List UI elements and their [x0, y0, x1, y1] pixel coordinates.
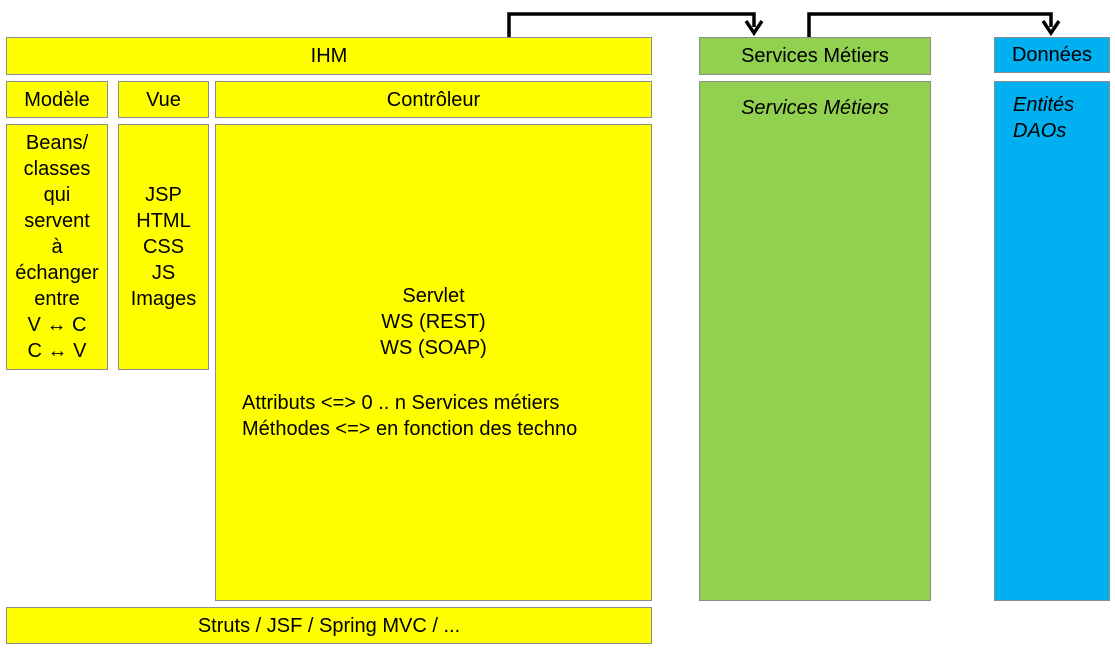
- ihm-header: IHM: [6, 37, 652, 75]
- controleur-body: Servlet WS (REST) WS (SOAP) Attributs <=…: [215, 124, 652, 601]
- controleur-title: Contrôleur: [386, 88, 481, 111]
- donnees-body-text: Entités DAOs: [1013, 94, 1075, 142]
- arrow-services-to-donnees-head: [1041, 20, 1061, 37]
- controleur-header: Contrôleur: [215, 81, 652, 118]
- frameworks-text: Struts / JSF / Spring MVC / ...: [197, 614, 461, 637]
- vue-body: JSP HTML CSS JS Images: [118, 124, 209, 370]
- controleur-techs: Servlet WS (REST) WS (SOAP): [380, 285, 487, 359]
- modele-text: Beans/ classes qui servent à échanger en…: [15, 132, 99, 362]
- services-body: Services Métiers: [699, 81, 931, 601]
- vue-title: Vue: [146, 88, 181, 111]
- donnees-header: Données: [994, 37, 1110, 73]
- donnees-title: Données: [1011, 44, 1093, 66]
- services-body-text: Services Métiers: [741, 97, 889, 119]
- modele-header: Modèle: [6, 81, 108, 118]
- modele-body: Beans/ classes qui servent à échanger en…: [6, 124, 108, 370]
- ihm-title: IHM: [310, 45, 348, 67]
- modele-title: Modèle: [24, 88, 90, 111]
- services-header: Services Métiers: [699, 37, 931, 75]
- arrow-ihm-to-services-head: [744, 20, 764, 37]
- vue-header: Vue: [118, 81, 209, 118]
- donnees-body: Entités DAOs: [994, 81, 1110, 601]
- frameworks-bar: Struts / JSF / Spring MVC / ...: [6, 607, 652, 644]
- arrow-ihm-to-services: [507, 12, 756, 37]
- arrow-services-to-donnees: [807, 12, 1053, 37]
- services-title: Services Métiers: [741, 45, 889, 67]
- vue-text: JSP HTML CSS JS Images: [130, 184, 197, 310]
- controleur-attributes: Attributs <=> 0 .. n Services métiers Mé…: [242, 392, 578, 440]
